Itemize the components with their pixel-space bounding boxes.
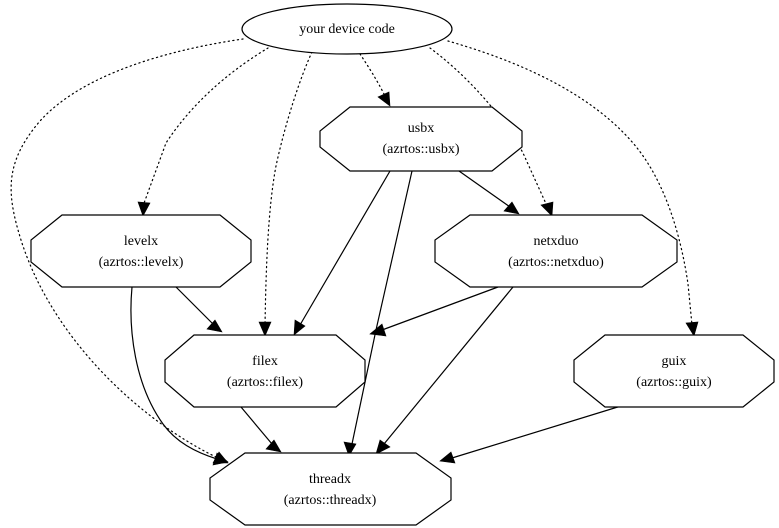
edge-levelx-to-filex (175, 286, 223, 333)
edge-device-to-levelx (137, 47, 269, 217)
node-netxduo-label-name: netxduo (533, 234, 578, 249)
arrowhead-icon (293, 319, 306, 336)
edge-netxduo-to-threadx (375, 286, 514, 455)
edge-line (351, 170, 413, 445)
edge-netxduo-to-filex (369, 286, 499, 337)
edge-usbx-to-filex (293, 170, 391, 336)
edge-line (451, 401, 635, 459)
edge-line (240, 406, 273, 445)
edge-line (359, 53, 386, 97)
edge-line (381, 286, 499, 331)
edge-filex-to-threadx (240, 406, 282, 453)
node-guix[interactable]: guix (azrtos::guix) (573, 334, 775, 408)
node-guix-label-name: guix (662, 354, 687, 369)
node-levelx[interactable]: levelx (azrtos::levelx) (30, 214, 252, 288)
edge-line (299, 170, 391, 326)
node-usbx-label-namespace: (azrtos::usbx) (383, 142, 460, 157)
node-usbx-label-name: usbx (408, 121, 434, 136)
node-netxduo-label-namespace: (azrtos::netxduo) (508, 255, 604, 270)
edge-device-to-usbx (359, 53, 391, 107)
node-levelx-label-name: levelx (124, 234, 158, 249)
node-guix-label-namespace: (azrtos::guix) (636, 375, 712, 390)
node-usbx-octagon[interactable] (319, 106, 523, 172)
edge-device-to-guix (447, 40, 699, 337)
node-threadx-octagon[interactable] (209, 452, 452, 526)
node-levelx-label-namespace: (azrtos::levelx) (99, 255, 184, 270)
arrowhead-icon (375, 439, 391, 455)
arrowhead-icon (377, 91, 391, 107)
edge-line (458, 170, 511, 208)
node-netxduo[interactable]: netxduo (azrtos::netxduo) (434, 214, 678, 288)
edge-levelx-to-threadx (130, 286, 229, 466)
node-layer: your device code usbx (azrtos::usbx) lev… (30, 3, 775, 526)
edge-device-to-filex (258, 51, 313, 337)
node-filex[interactable]: filex (azrtos::filex) (164, 334, 366, 408)
edge-guix-to-threadx (439, 401, 635, 464)
node-filex-octagon[interactable] (164, 334, 366, 408)
node-device[interactable]: your device code (241, 3, 453, 55)
edge-line (264, 51, 313, 326)
node-threadx[interactable]: threadx (azrtos::threadx) (209, 452, 452, 526)
arrowhead-icon (503, 201, 520, 215)
node-usbx[interactable]: usbx (azrtos::usbx) (319, 106, 523, 172)
node-device-shape[interactable] (241, 3, 453, 55)
node-threadx-label-name: threadx (309, 472, 351, 487)
edge-line (447, 40, 693, 326)
node-netxduo-octagon[interactable] (434, 214, 678, 288)
node-filex-label-name: filex (252, 354, 278, 369)
node-device-label: your device code (299, 22, 395, 37)
edge-usbx-to-netxduo (458, 170, 520, 215)
node-levelx-octagon[interactable] (30, 214, 252, 288)
arrowhead-icon (685, 321, 699, 337)
edge-line (130, 286, 218, 460)
edge-line (10, 38, 244, 459)
edge-line (175, 286, 214, 325)
arrowhead-icon (265, 439, 282, 453)
edge-line (383, 286, 514, 445)
arrowhead-icon (540, 201, 554, 217)
node-guix-octagon[interactable] (573, 334, 775, 408)
arrowhead-icon (369, 323, 387, 337)
edge-layer (10, 38, 699, 466)
arrowhead-icon (258, 321, 272, 337)
node-threadx-label-namespace: (azrtos::threadx) (284, 493, 377, 508)
arrowhead-icon (137, 201, 151, 217)
arrowhead-icon (343, 441, 357, 457)
edge-usbx-to-threadx (343, 170, 413, 457)
arrowhead-icon (439, 451, 456, 464)
arrowhead-icon (206, 319, 223, 333)
arrowhead-icon (212, 452, 229, 466)
node-filex-label-namespace: (azrtos::filex) (227, 375, 304, 390)
edge-line (142, 47, 269, 207)
